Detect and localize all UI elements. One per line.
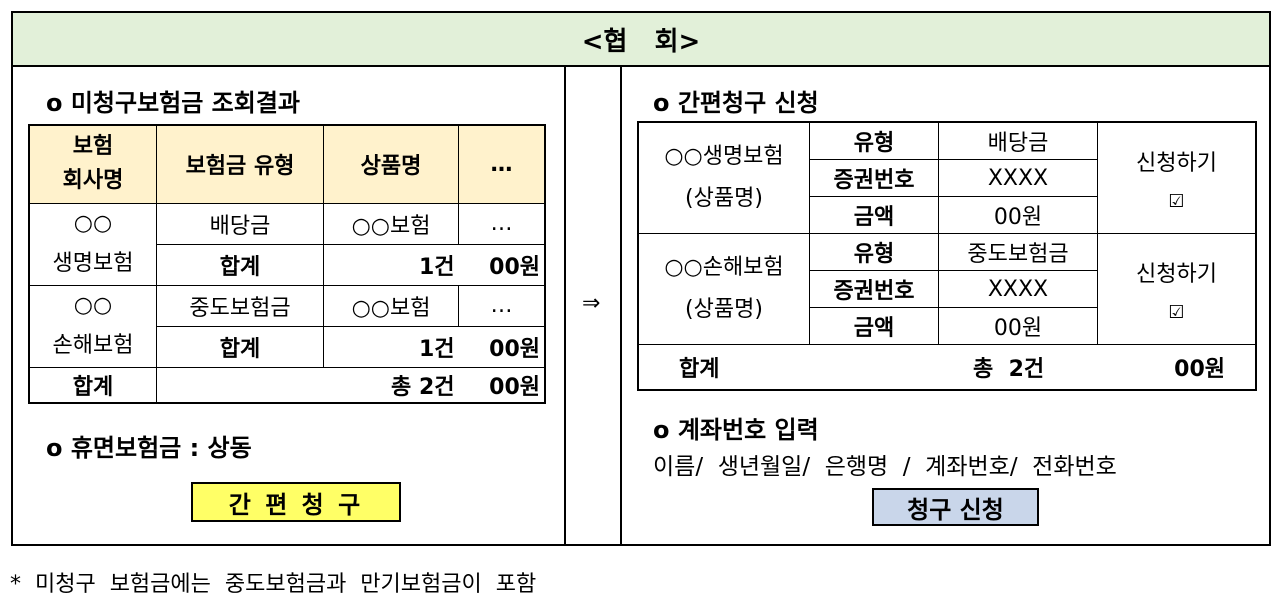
amount-nonlife: 00원 [458, 325, 546, 368]
company-nonlife: ○○ 손해보험 [28, 284, 157, 368]
total-amount: 00원 [458, 366, 546, 403]
apply-nonlife-label: 신청하기 [1136, 261, 1217, 287]
label-policy-life: 증권번호 [809, 159, 939, 197]
apply-life-label: 신청하기 [1136, 150, 1217, 176]
product-life: ○○보험 [323, 202, 459, 245]
type-life: 배당금 [156, 202, 324, 245]
value-type-nonlife: 중도보험금 [938, 233, 1098, 271]
product-nonlife: ○○보험 [323, 284, 459, 327]
company-life-name: ○○생명보험 [664, 144, 784, 169]
sum-label-life: 합계 [156, 243, 324, 286]
more-life: … [458, 202, 546, 245]
count-life: 1건 [323, 243, 459, 286]
count-nonlife: 1건 [323, 325, 459, 368]
value-policy-nonlife: XXXX [938, 270, 1098, 308]
unclaimed-result-table: 보험 회사명 보험금 유형 상품명 … ○○ 생명보험 배당금 ○○보험 … 합… [28, 124, 546, 404]
company-life: ○○ 생명보험 [28, 202, 157, 286]
total-label: 합계 [28, 366, 157, 403]
sum-label-nonlife: 합계 [156, 325, 324, 368]
easy-claim-total-count: 총 2건 [973, 357, 1045, 382]
company-nonlife-cell: ○○손해보험 (상품명) [637, 233, 810, 345]
company-life-cell: ○○생명보험 (상품명) [637, 121, 810, 234]
divider-right [620, 67, 622, 544]
label-type-nonlife: 유형 [809, 233, 939, 271]
arrow-icon: ⇒ [582, 291, 601, 316]
more-nonlife: … [458, 284, 546, 327]
value-amount-nonlife: 00원 [938, 307, 1098, 345]
account-fields-text: 이름/ 생년월일/ 은행명 / 계좌번호/ 전화번호 [653, 454, 1117, 480]
footnote: * 미청구 보험금에는 중도보험금과 만기보험금이 포함 [10, 572, 537, 597]
value-policy-life: XXXX [938, 159, 1098, 197]
total-count: 총 2건 [156, 366, 459, 403]
header-more: … [458, 124, 546, 204]
easy-claim-table: ○○생명보험 (상품명) 유형 배당금 신청하기 ☑ 증권번호 XXXX 금액 … [637, 121, 1257, 391]
label-policy-nonlife: 증권번호 [809, 270, 939, 308]
easy-claim-button[interactable]: 간 편 청 구 [191, 482, 401, 522]
label-type-life: 유형 [809, 121, 939, 160]
amount-life: 00원 [458, 243, 546, 286]
checkbox-life-icon[interactable]: ☑ [1168, 190, 1185, 212]
easy-claim-total-amount: 00원 [1174, 357, 1225, 382]
label-amount-life: 금액 [809, 196, 939, 234]
unclaimed-section-title: o 미청구보험금 조회결과 [46, 89, 300, 117]
product-life-name: (상품명) [685, 186, 763, 211]
header-title: <협 회> [581, 26, 701, 57]
header-type: 보험금 유형 [156, 124, 324, 204]
value-type-life: 배당금 [938, 121, 1098, 160]
label-amount-nonlife: 금액 [809, 307, 939, 345]
apply-nonlife-cell[interactable]: 신청하기 ☑ [1097, 233, 1257, 345]
type-nonlife: 중도보험금 [156, 284, 324, 327]
header-product: 상품명 [323, 124, 459, 204]
claim-submit-button[interactable]: 청구 신청 [872, 488, 1039, 526]
value-amount-life: 00원 [938, 196, 1098, 234]
easy-claim-total-label: 합계 [679, 357, 720, 382]
account-section-title: o 계좌번호 입력 [653, 416, 819, 444]
easy-claim-section-title: o 간편청구 신청 [653, 89, 819, 117]
panel-header: <협 회> [13, 13, 1269, 67]
easy-claim-total-row: 합계 총 2건 00원 [637, 344, 1257, 391]
dormant-section-title: o 휴면보험금 : 상동 [46, 434, 252, 462]
header-company: 보험 회사명 [28, 124, 157, 204]
association-panel: <협 회> [11, 11, 1271, 546]
checkbox-nonlife-icon[interactable]: ☑ [1168, 301, 1185, 323]
apply-life-cell[interactable]: 신청하기 ☑ [1097, 121, 1257, 234]
divider-left [564, 67, 566, 544]
product-nonlife-name: (상품명) [685, 297, 763, 322]
company-nonlife-name: ○○손해보험 [664, 255, 784, 280]
